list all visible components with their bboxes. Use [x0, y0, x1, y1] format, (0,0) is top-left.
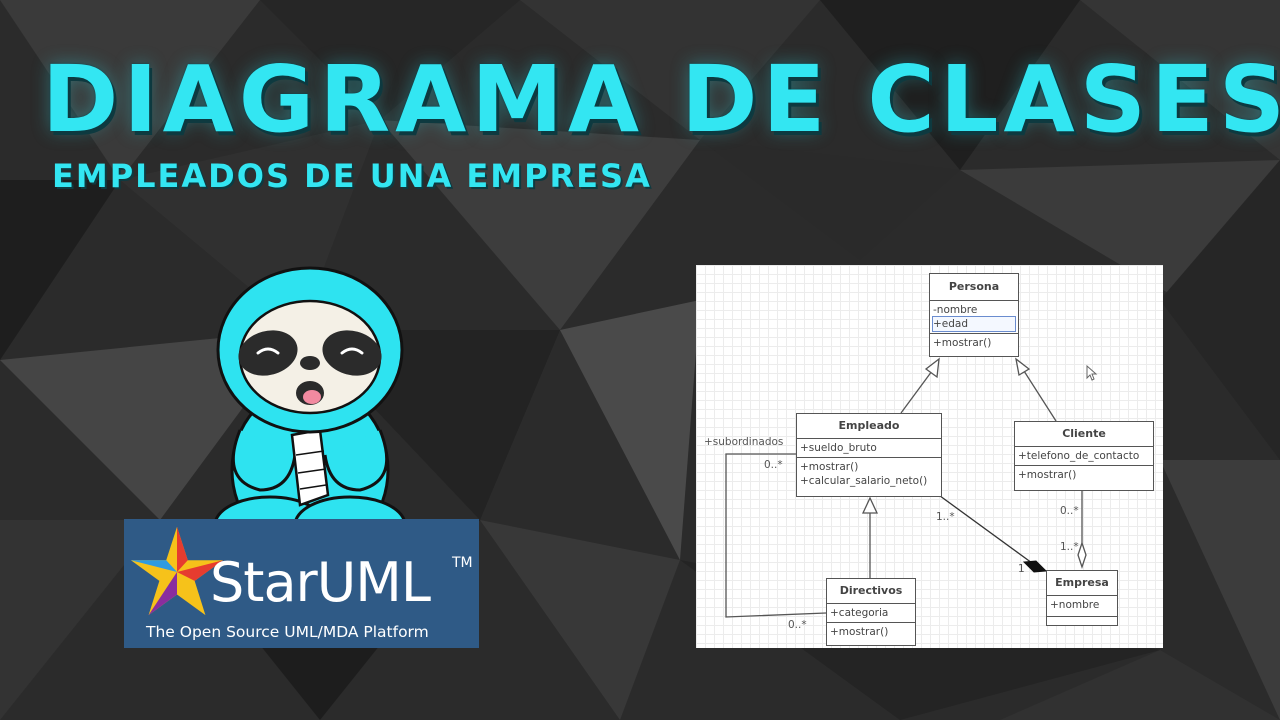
generalization-empleado-persona [900, 370, 933, 414]
class-operations: +mostrar() +calcular_salario_neto() [797, 458, 941, 490]
subordinados-multiplicity-bottom: 0..* [788, 619, 807, 631]
class-empresa[interactable]: Empresa +nombre [1046, 570, 1118, 626]
operation: +mostrar() [1018, 469, 1077, 481]
class-name: Empresa [1047, 571, 1117, 596]
logo-tagline: The Open Source UML/MDA Platform [146, 623, 429, 641]
class-directivos[interactable]: Directivos +categoria +mostrar() [826, 578, 916, 646]
thumbnail-title: DIAGRAMA DE CLASES [42, 46, 1280, 153]
composition-diamond [1022, 560, 1048, 573]
class-attributes: +categoria [827, 604, 915, 623]
generalization-cliente-persona [1023, 370, 1057, 422]
subordinados-multiplicity-top: 0..* [764, 459, 783, 471]
class-operations: +mostrar() [1015, 466, 1153, 484]
class-name: Persona [930, 274, 1018, 301]
attribute: +telefono_de_contacto [1018, 450, 1140, 462]
star-icon [130, 526, 224, 616]
staruml-logo: StarUML TM The Open Source UML/MDA Platf… [124, 519, 479, 648]
attribute: +nombre [1050, 599, 1100, 611]
diagram-relationships [725, 357, 1087, 618]
generalization-arrow-cliente [1015, 357, 1031, 377]
class-name: Cliente [1015, 422, 1153, 447]
class-operations: +mostrar() [827, 623, 915, 641]
generalization-arrow-directivos [861, 496, 879, 514]
class-operations: +mostrar() [930, 334, 1018, 352]
operation: +mostrar() [800, 461, 859, 473]
class-attributes: +telefono_de_contacto [1015, 447, 1153, 466]
attribute: -nombre [933, 304, 978, 316]
logo-name: StarUML [210, 551, 431, 614]
operation: +mostrar() [933, 337, 992, 349]
subordinados-role-label: +subordinados [704, 436, 784, 448]
composition-empleado-empresa [935, 492, 1033, 564]
class-attributes: -nombre +edad [930, 301, 1018, 334]
logo-trademark: TM [452, 555, 473, 571]
empleado-empresa-multiplicity: 1..* [936, 511, 955, 523]
mouse-cursor-icon [1086, 365, 1098, 381]
thumbnail-subtitle: EMPLEADOS DE UNA EMPRESA [52, 157, 652, 195]
attribute: +sueldo_bruto [800, 442, 877, 454]
class-attributes: +nombre [1047, 596, 1117, 617]
class-attributes: +sueldo_bruto [797, 439, 941, 458]
cliente-multiplicity: 0..* [1060, 505, 1079, 517]
attribute: +categoria [830, 607, 889, 619]
empresa-cliente-multiplicity: 1..* [1060, 541, 1079, 553]
subordinados-association [725, 453, 827, 618]
class-name: Empleado [797, 414, 941, 439]
class-operations [1047, 617, 1117, 623]
uml-class-diagram: Persona -nombre +edad +mostrar() Emplead… [696, 265, 1163, 648]
operation: +mostrar() [830, 626, 889, 638]
attribute-selected[interactable]: +edad [932, 316, 1016, 332]
empresa-empleado-multiplicity: 1 [1018, 563, 1025, 575]
operation: +calcular_salario_neto() [800, 475, 928, 487]
class-name: Directivos [827, 579, 915, 604]
aggregation-diamond [1077, 540, 1087, 570]
generalization-arrow-empleado [924, 357, 940, 379]
class-empleado[interactable]: Empleado +sueldo_bruto +mostrar() +calcu… [796, 413, 942, 497]
class-cliente[interactable]: Cliente +telefono_de_contacto +mostrar() [1014, 421, 1154, 491]
class-persona[interactable]: Persona -nombre +edad +mostrar() [929, 273, 1019, 357]
